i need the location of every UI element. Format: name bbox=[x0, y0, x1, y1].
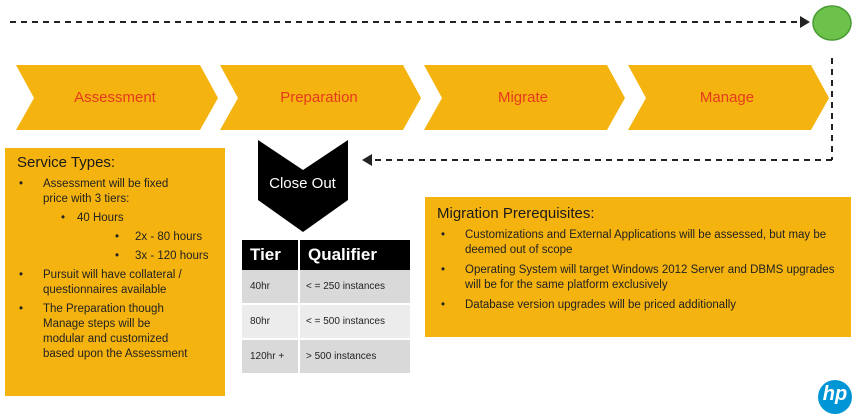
tier-header: Tier bbox=[242, 240, 300, 270]
list-item: • Customizations and External Applicatio… bbox=[441, 229, 827, 256]
service-line: • The Preparation though bbox=[19, 303, 164, 315]
bullet-icon: • bbox=[19, 178, 24, 190]
table-row: 40hr < = 250 instances bbox=[242, 270, 410, 305]
service-line: • 40 Hours bbox=[61, 212, 124, 224]
service-types-box: Service Types: • Assessment will be fixe… bbox=[5, 148, 225, 396]
service-line: Manage steps will be bbox=[43, 318, 151, 330]
process-diagram bbox=[10, 5, 852, 232]
tier-table: Tier Qualifier 40hr < = 250 instances 80… bbox=[242, 240, 410, 375]
service-line: questionnaires available bbox=[43, 284, 167, 296]
migration-prerequisites-box: Migration Prerequisites: • Customization… bbox=[425, 197, 851, 337]
qualifier-cell: > 500 instances bbox=[299, 339, 410, 375]
bullet-icon: • bbox=[19, 269, 24, 281]
service-line: • 3x - 120 hours bbox=[115, 250, 209, 262]
bullet-icon: • bbox=[115, 231, 120, 243]
service-line: modular and customized bbox=[43, 333, 169, 345]
service-types-title: Service Types: bbox=[17, 154, 116, 171]
bullet-icon: • bbox=[115, 250, 120, 262]
chevron-manage bbox=[628, 65, 829, 130]
migration-prerequisites-title: Migration Prerequisites: bbox=[437, 205, 595, 222]
service-line: • Assessment will be fixed bbox=[19, 178, 169, 190]
tier-cell: 80hr bbox=[242, 304, 300, 340]
stage-label-assessment: Assessment bbox=[74, 89, 156, 106]
service-line: • Pursuit will have collateral / bbox=[19, 269, 182, 281]
chevron-migrate bbox=[424, 65, 625, 130]
stage-label-migrate: Migrate bbox=[497, 89, 549, 106]
list-item: • Database version upgrades will be pric… bbox=[441, 299, 737, 311]
bullet-icon: • bbox=[441, 229, 446, 241]
table-row: 120hr + > 500 instances bbox=[242, 339, 410, 375]
service-line: price with 3 tiers: bbox=[43, 193, 130, 205]
close-out-label: Close Out bbox=[269, 175, 336, 192]
qualifier-cell: < = 500 instances bbox=[299, 304, 410, 340]
stage-label-preparation: Preparation bbox=[280, 89, 358, 106]
return-arrowhead-icon bbox=[362, 154, 372, 166]
chevron-assessment bbox=[16, 65, 218, 130]
tier-cell: 40hr bbox=[242, 270, 300, 305]
tier-cell: 120hr + bbox=[242, 339, 300, 375]
tier-table-header-row: Tier Qualifier bbox=[242, 240, 410, 270]
service-line: based upon the Assessment bbox=[43, 348, 188, 360]
bullet-icon: • bbox=[441, 299, 446, 311]
bullet-icon: • bbox=[19, 303, 24, 315]
service-line: • 2x - 80 hours bbox=[115, 231, 203, 243]
table-row: 80hr < = 500 instances bbox=[242, 304, 410, 340]
qualifier-header: Qualifier bbox=[299, 240, 410, 270]
chevron-preparation bbox=[220, 65, 421, 130]
end-circle bbox=[812, 5, 852, 41]
stage-label-manage: Manage bbox=[699, 89, 755, 106]
close-out-chevron bbox=[258, 140, 348, 232]
bullet-icon: • bbox=[441, 264, 446, 276]
list-item: • Operating System will target Windows 2… bbox=[441, 264, 835, 291]
bullet-icon: • bbox=[61, 212, 66, 224]
hp-logo-icon: hp bbox=[818, 380, 852, 414]
top-arrowhead-icon bbox=[800, 16, 810, 28]
qualifier-cell: < = 250 instances bbox=[299, 270, 410, 305]
